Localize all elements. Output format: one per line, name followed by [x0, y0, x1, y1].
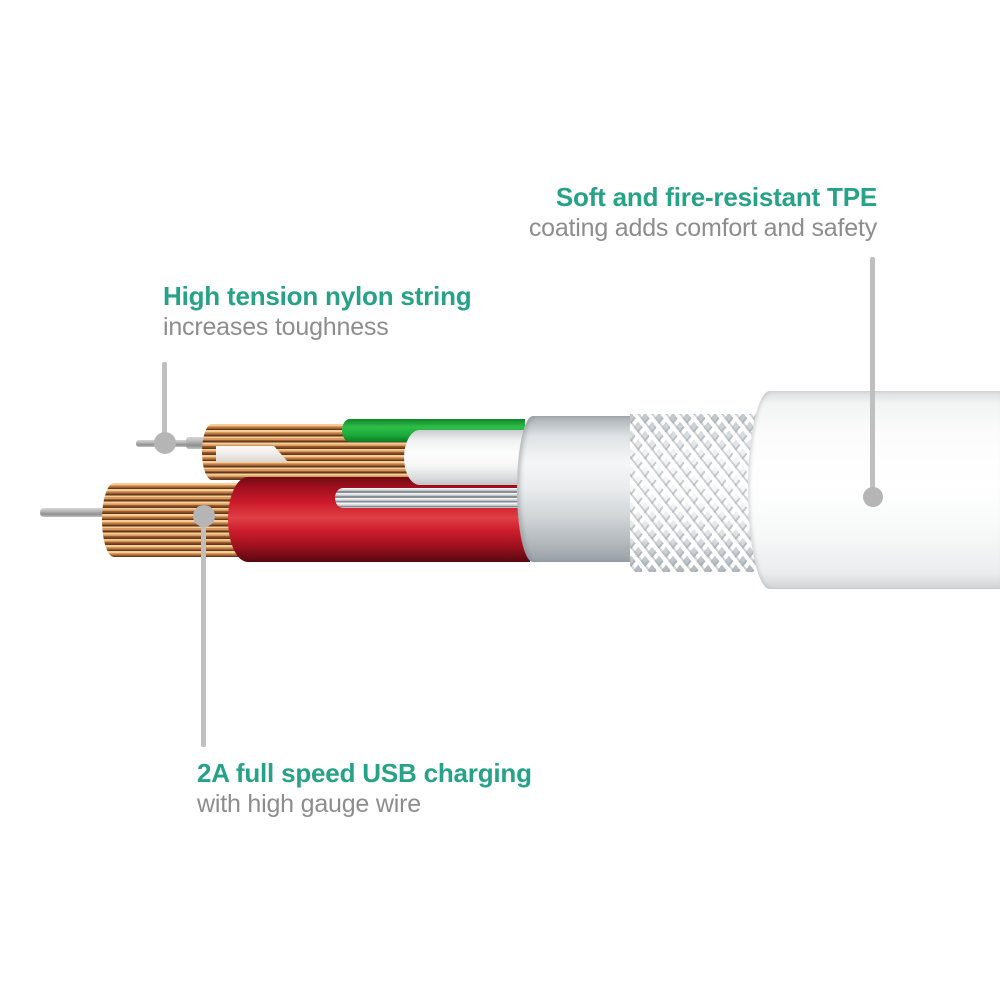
leader-dot-nylon	[154, 432, 176, 454]
annotation-charging: 2A full speed USB charging with high gau…	[197, 758, 532, 819]
braided-nylon-layer	[630, 414, 758, 572]
annotation-charging-title: 2A full speed USB charging	[197, 758, 532, 788]
leader-line-nylon	[162, 362, 167, 443]
annotation-tpe-title: Soft and fire-resistant TPE	[555, 182, 877, 212]
white-insulated-wire	[404, 430, 527, 485]
annotation-nylon-title: High tension nylon string	[163, 281, 472, 311]
leader-line-tpe	[870, 257, 875, 497]
annotation-tpe-subtitle: coating adds comfort and safety	[528, 214, 877, 242]
leader-line-charging	[201, 516, 206, 747]
leader-dot-tpe	[863, 487, 883, 507]
nylon-strip-in-bundle	[216, 446, 288, 462]
leader-dot-charging	[193, 505, 215, 527]
lower-wire-tip	[40, 508, 110, 517]
nylon-string-end	[186, 437, 206, 449]
shield-drain-strands	[335, 488, 528, 508]
annotation-charging-subtitle: with high gauge wire	[197, 790, 421, 818]
annotation-tpe: Soft and fire-resistant TPE coating adds…	[529, 182, 877, 243]
annotation-nylon: High tension nylon string increases toug…	[163, 281, 472, 342]
high-gauge-copper-bundle	[102, 483, 245, 557]
aluminum-foil-shield	[517, 416, 642, 562]
annotation-nylon-subtitle: increases toughness	[163, 313, 389, 341]
